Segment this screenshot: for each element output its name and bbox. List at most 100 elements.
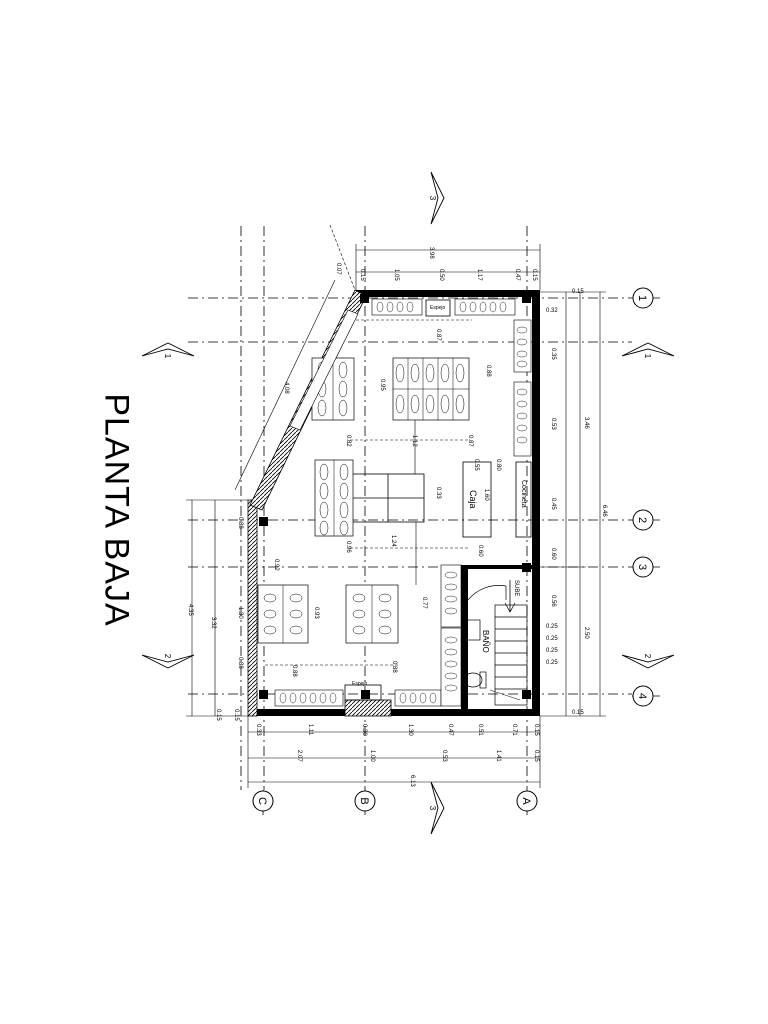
cocina-label: Cocineta	[520, 480, 527, 508]
section-mark-1-right: 1	[621, 342, 675, 359]
bathroom-label: BAÑO	[481, 630, 490, 653]
svg-text:0.15: 0.15	[233, 709, 239, 721]
axis-label-b: B	[358, 797, 370, 804]
wall-shelves	[274, 298, 532, 707]
svg-text:0.45: 0.45	[550, 498, 556, 510]
svg-text:0.93: 0.93	[313, 607, 319, 619]
axis-bubble-b: B	[354, 790, 376, 815]
axis-bubble-c: C	[252, 790, 274, 815]
svg-text:4.35: 4.35	[187, 604, 193, 616]
section-mark-2-right: 2	[621, 654, 675, 669]
svg-text:0.60: 0.60	[550, 548, 556, 560]
svg-text:0.53: 0.53	[550, 418, 556, 430]
svg-text:0.51: 0.51	[477, 724, 483, 736]
section-mark-2-left: 2	[141, 654, 195, 669]
svg-text:0.50: 0.50	[438, 269, 444, 281]
svg-text:1.12: 1.12	[411, 435, 417, 447]
svg-text:0.07: 0.07	[335, 263, 341, 275]
svg-text:0.47: 0.47	[447, 724, 453, 736]
svg-text:0.32: 0.32	[546, 308, 558, 314]
svg-text:0.33: 0.33	[255, 724, 261, 736]
axis-label-4: 4	[636, 693, 648, 699]
svg-text:1.17: 1.17	[476, 269, 482, 281]
svg-text:1.11: 1.11	[307, 724, 313, 736]
svg-text:1.41: 1.41	[495, 750, 501, 762]
interior-walls	[461, 565, 533, 715]
caja-label: Caja	[468, 490, 478, 509]
svg-text:0.82: 0.82	[345, 435, 351, 447]
svg-text:2.07: 2.07	[296, 750, 302, 762]
svg-text:1.30: 1.30	[407, 724, 413, 736]
svg-text:0.25: 0.25	[546, 636, 558, 642]
espejo-top: Espejo	[430, 305, 446, 311]
axis-label-a: A	[520, 797, 532, 805]
svg-text:0.87: 0.87	[467, 435, 473, 447]
axis-label-1: 1	[636, 295, 648, 301]
svg-text:0.88: 0.88	[237, 517, 243, 529]
svg-text:6.46: 6.46	[601, 505, 607, 517]
svg-text:4.08: 4.08	[283, 382, 289, 394]
svg-text:0.96: 0.96	[345, 541, 351, 553]
svg-text:0.15: 0.15	[572, 289, 584, 295]
svg-text:0.25: 0.25	[546, 648, 558, 654]
svg-text:0.56: 0.56	[550, 595, 556, 607]
axis-bubble-1: 1	[632, 287, 660, 309]
svg-text:1.60: 1.60	[483, 489, 489, 501]
svg-text:0.15: 0.15	[359, 269, 365, 281]
axis-label-c: C	[256, 797, 268, 805]
furniture: Caja Cocineta Espejo Espejo	[344, 299, 532, 701]
svg-text:0.88: 0.88	[237, 657, 243, 669]
axis-bubble-3: 3	[632, 556, 660, 578]
dimension-lines	[186, 224, 606, 788]
svg-text:0.35: 0.35	[550, 348, 556, 360]
svg-text:0.71: 0.71	[511, 724, 517, 736]
axis-label-3: 3	[636, 564, 648, 570]
svg-text:0.80: 0.80	[495, 459, 501, 471]
svg-text:0.55: 0.55	[473, 459, 479, 471]
svg-text:0.47: 0.47	[514, 269, 520, 281]
svg-text:0.53: 0.53	[441, 750, 447, 762]
svg-text:0.25: 0.25	[546, 624, 558, 630]
axis-label-2: 2	[636, 517, 648, 523]
svg-text:3.98: 3.98	[428, 247, 434, 259]
svg-text:1: 1	[163, 354, 172, 359]
svg-text:3.32: 3.32	[210, 617, 216, 629]
svg-text:0.15: 0.15	[533, 750, 539, 762]
svg-text:0.25: 0.25	[546, 660, 558, 666]
bathroom: BAÑO	[463, 619, 521, 701]
svg-text:0.77: 0.77	[421, 597, 427, 609]
svg-text:2: 2	[643, 654, 652, 659]
drawing-title-text: PLANTA BAJA	[97, 393, 136, 627]
stairs-up-label: SUBE	[513, 580, 519, 596]
svg-text:3.46: 3.46	[583, 417, 589, 429]
espejo-bottom: Espejo	[352, 681, 368, 687]
svg-text:1.00: 1.00	[369, 750, 375, 762]
axis-bubble-2: 2	[632, 509, 660, 531]
svg-text:0.88: 0.88	[291, 665, 297, 677]
axis-bubble-4: 4	[632, 685, 660, 707]
svg-text:0.15: 0.15	[533, 724, 539, 736]
svg-text:2: 2	[163, 654, 172, 659]
section-mark-3-top: 3	[428, 171, 445, 225]
svg-text:0.30: 0.30	[361, 724, 367, 736]
svg-text:0.15: 0.15	[572, 710, 584, 716]
svg-text:0.33: 0.33	[435, 487, 441, 499]
svg-text:0.60: 0.60	[477, 545, 483, 557]
svg-text:0.87: 0.87	[435, 329, 441, 341]
svg-text:0.92: 0.92	[273, 559, 279, 571]
axis-bubbles: 1 2 3 4 C B A	[252, 287, 660, 815]
svg-text:3: 3	[428, 806, 437, 811]
section-mark-1-left: 1	[141, 342, 195, 359]
svg-text:1.05: 1.05	[393, 269, 399, 281]
stairs: SUBE	[494, 580, 528, 706]
svg-text:1.30: 1.30	[237, 607, 243, 619]
svg-text:0.88: 0.88	[391, 661, 397, 673]
axis-bubble-a: A	[516, 790, 538, 815]
svg-text:1: 1	[643, 354, 652, 359]
svg-text:0.95: 0.95	[379, 379, 385, 391]
section-mark-3-bottom: 3	[428, 781, 445, 835]
svg-text:0.15: 0.15	[531, 269, 537, 281]
svg-text:2.50: 2.50	[583, 627, 589, 639]
svg-text:0.15: 0.15	[215, 709, 221, 721]
